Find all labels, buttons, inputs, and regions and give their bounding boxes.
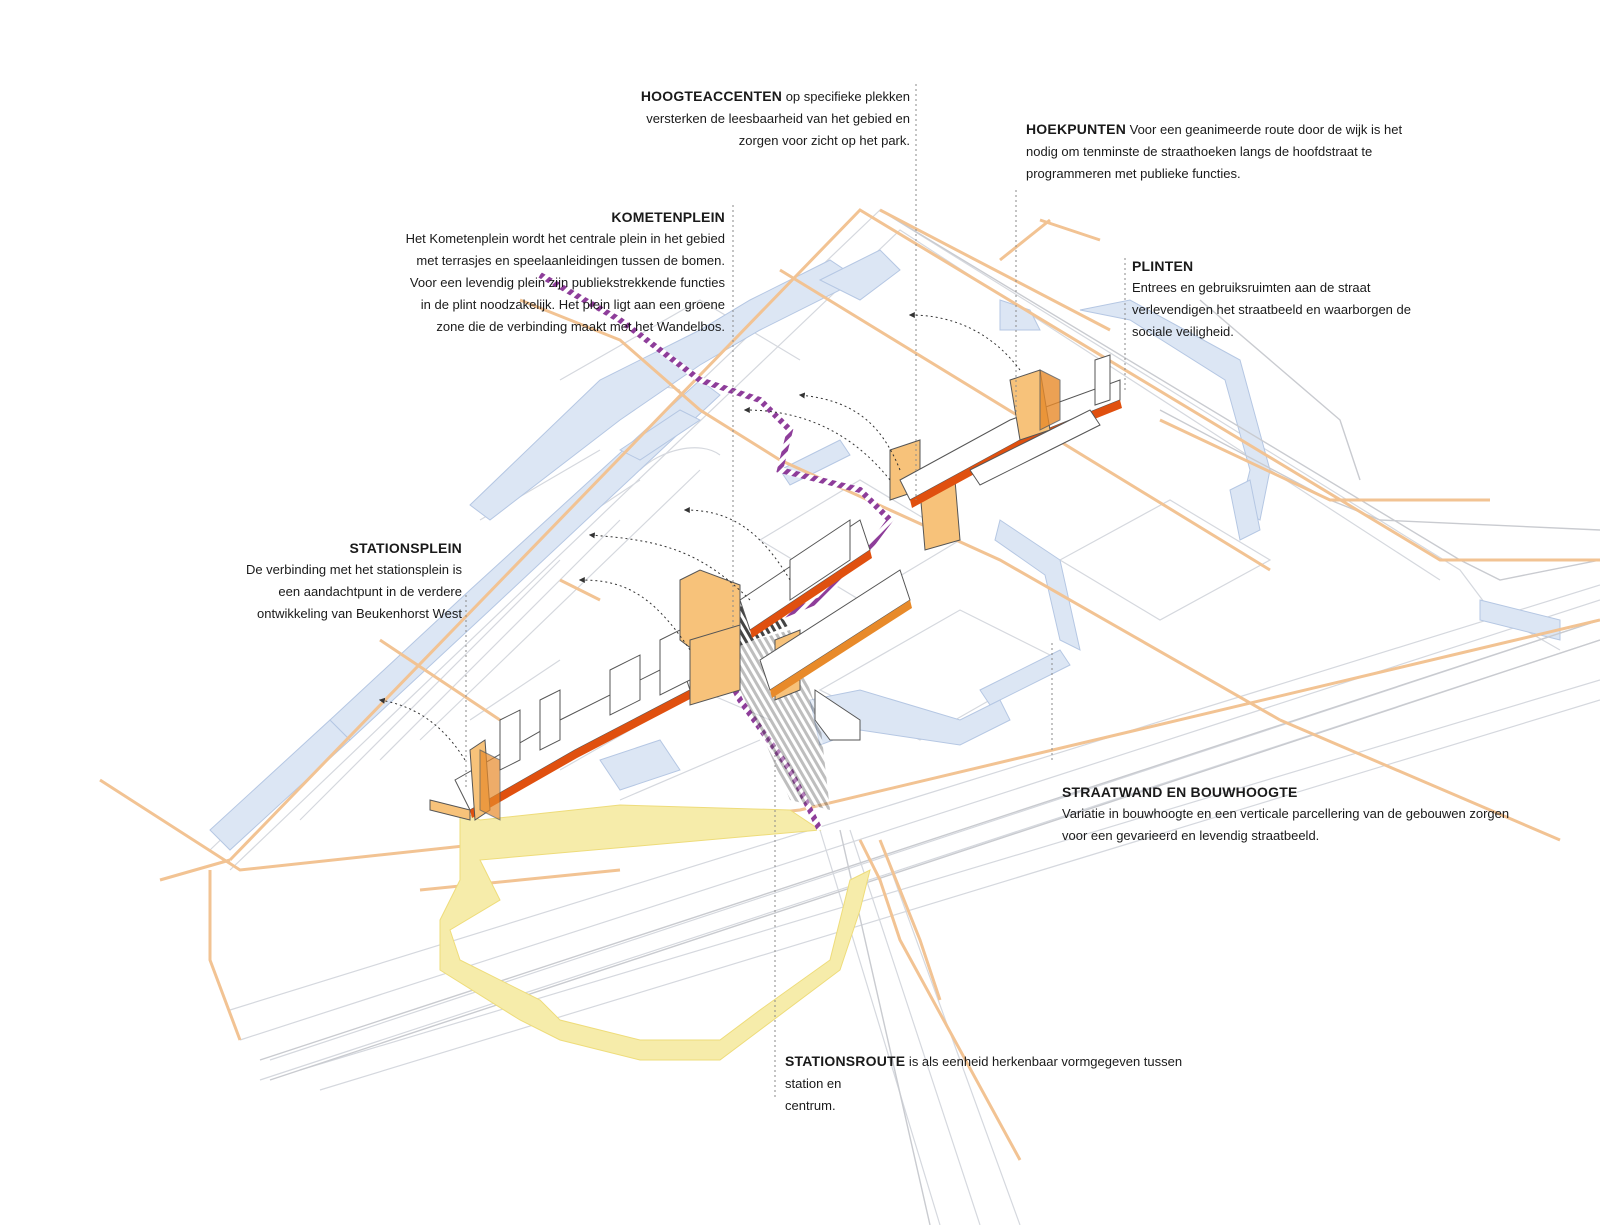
note-straatwand: STRAATWAND EN BOUWHOOGTE Variatie in bou… <box>1062 781 1532 847</box>
note-hoogteaccenten-heading: HOOGTEACCENTEN <box>640 88 783 104</box>
note-hoekpunten-text: Voor een geanimeerde route door de wijk … <box>1026 122 1403 181</box>
note-stationsroute: STATIONSROUTE is als eenheid herkenbaar … <box>785 1050 1205 1117</box>
building-corner-ne-2 <box>1039 369 1061 431</box>
note-kometenplein-heading: KOMETENPLEIN <box>611 209 725 225</box>
note-hoekpunten-heading: HOEKPUNTEN <box>1026 121 1127 137</box>
plint-central-row <box>750 550 872 638</box>
note-stationsplein: STATIONSPLEIN De verbinding met het stat… <box>220 537 462 625</box>
plint-central-row-2 <box>770 600 912 698</box>
water-bodies <box>209 249 1561 851</box>
building-north-lower <box>969 409 1101 486</box>
note-hoogteaccenten: HOOGTEACCENTEN op specifieke plekken ver… <box>640 85 910 152</box>
note-plinten: PLINTEN Entrees en gebruiksruimten aan d… <box>1132 255 1462 343</box>
note-hoogteaccenten-text: op specifieke plekken versterken de lees… <box>646 89 910 148</box>
note-stationsroute-text: is als eenheid herkenbaar vormgegeven tu… <box>785 1054 1183 1113</box>
view-arrows <box>378 312 1021 761</box>
building-central-upper <box>789 519 851 601</box>
note-stationsplein-text: De verbinding met het stationsplein is e… <box>245 562 462 621</box>
building-corner-sw <box>429 799 471 821</box>
building-west-tall-4 <box>609 654 641 716</box>
building-north-end <box>1094 354 1111 406</box>
note-straatwand-text: Variatie in bouwhoogte en een verticale … <box>1062 806 1510 843</box>
plint-west-row <box>470 690 692 818</box>
buildings <box>429 354 1122 821</box>
note-kometenplein: KOMETENPLEIN Het Kometenplein wordt het … <box>380 206 725 338</box>
building-corner-sw-2 <box>479 749 501 821</box>
note-hoekpunten: HOEKPUNTEN Voor een geanimeerde route do… <box>1026 118 1446 185</box>
note-plinten-heading: PLINTEN <box>1132 258 1194 274</box>
note-kometenplein-text: Het Kometenplein wordt het centrale plei… <box>405 231 725 334</box>
note-plinten-text: Entrees en gebruiksruimten aan de straat… <box>1132 280 1411 339</box>
building-accent-plaza-2 <box>689 624 741 706</box>
note-stationsroute-heading: STATIONSROUTE <box>785 1053 906 1069</box>
leader-lines <box>465 84 1126 1100</box>
building-curved <box>814 689 861 741</box>
note-straatwand-heading: STRAATWAND EN BOUWHOOGTE <box>1062 784 1298 800</box>
building-north-row <box>899 379 1121 501</box>
orange-roads <box>99 208 1600 1161</box>
station-area <box>439 804 871 1061</box>
building-west-tall-2 <box>499 709 521 771</box>
building-west-tall-3 <box>539 689 561 751</box>
note-stationsplein-heading: STATIONSPLEIN <box>349 540 462 556</box>
